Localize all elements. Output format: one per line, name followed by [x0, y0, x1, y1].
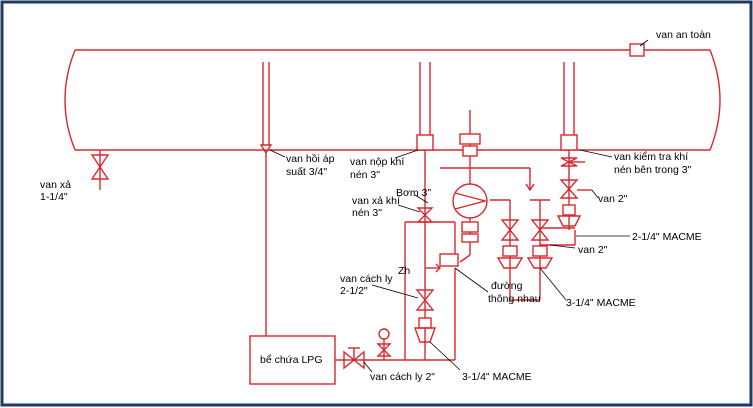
label-macme-bottom: 3-1/4" MACME	[462, 371, 532, 383]
label-safety-valve: van an toàn	[656, 29, 711, 41]
label-gas-fill-2: nén 3"	[350, 169, 380, 181]
lpg-tank-box	[249, 335, 336, 385]
label-drain-valve-1: van xả	[40, 179, 71, 191]
label-vapor-return-2: suất 3/4"	[286, 166, 327, 178]
label-drain-valve-2: 1-1/4"	[40, 191, 68, 203]
label-bypass-1: đường	[491, 280, 523, 292]
safety-valve-icon	[629, 43, 645, 57]
label-vapor-return-1: van hồi áp	[286, 153, 335, 165]
label-leaders	[269, 39, 649, 373]
liquid-down-line	[414, 150, 436, 360]
bottom-pipe	[335, 347, 426, 370]
label-check-valve-1: van kiểm tra khí	[614, 151, 688, 163]
label-valve-2-mid: van 2"	[578, 244, 608, 256]
check-valve-branch	[540, 150, 592, 246]
pump-icon	[440, 110, 535, 263]
label-isolation-valve-1: van cách ly	[340, 273, 393, 285]
label-gas-vent-2: nén 3"	[352, 207, 382, 219]
label-isolation-valve-bottom: van cách ly 2"	[370, 371, 435, 383]
pressure-gauge-icon	[376, 328, 392, 360]
label-macme-right: 2-1/4" MACME	[632, 231, 702, 243]
label-check-valve-2: nén bên trong 3"	[614, 164, 692, 176]
label-gas-vent-1: van xả khí	[352, 195, 400, 207]
label-zh: Zh	[398, 265, 410, 277]
right-branch-valves	[490, 199, 575, 301]
drain-valve-icon	[90, 150, 110, 190]
dip-tube-check	[560, 62, 578, 151]
label-pump: Bơm 3"	[396, 187, 431, 199]
dip-tube-vapor-return	[259, 62, 273, 155]
label-gas-fill-1: van nộp khí	[350, 156, 404, 168]
main-tank	[64, 49, 721, 151]
dip-tube-gas-fill	[416, 62, 434, 151]
label-valve-2-top: van 2"	[598, 193, 628, 205]
label-macme-mid: 3-1/4" MACME	[566, 297, 636, 309]
label-isolation-valve-2: 2-1/2"	[340, 285, 368, 297]
label-bypass-2: thông nhau	[488, 293, 541, 305]
label-lpg-tank: bể chứa LPG	[260, 354, 322, 366]
bypass-loop	[404, 221, 459, 361]
